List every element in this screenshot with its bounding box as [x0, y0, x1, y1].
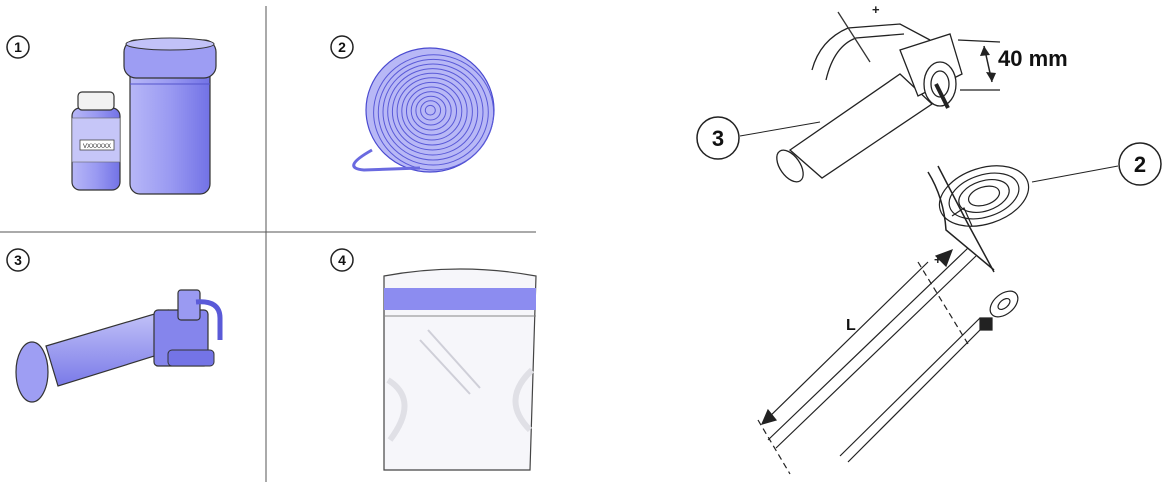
sample-bag-icon: [384, 269, 536, 470]
coiled-tube-icon: [354, 48, 494, 172]
number-badge-2: 2: [331, 36, 353, 58]
svg-text:3: 3: [712, 126, 724, 151]
tube-drawing: [758, 155, 1036, 474]
badge-number: 3: [14, 252, 22, 268]
kit-panel-1: 1 VXXXXXX: [7, 36, 216, 194]
length-label: L: [846, 317, 856, 334]
hand-pump-icon: [16, 290, 220, 402]
plus-mark: +: [934, 252, 942, 267]
badge-number: 2: [338, 39, 346, 55]
kit-panel-4: 4: [331, 249, 536, 470]
usage-diagram: + 40 mm 3: [697, 2, 1161, 474]
kit-panel-2: 2: [331, 36, 494, 172]
number-badge-4: 4: [331, 249, 353, 271]
badge-number: 1: [14, 39, 22, 55]
vial-icon: VXXXXXX: [72, 92, 120, 190]
vial-label: VXXXXXX: [83, 144, 111, 150]
kit-panel-3: 3: [7, 249, 220, 402]
number-badge-3: 3: [7, 249, 29, 271]
callout-2: 2: [1032, 143, 1161, 185]
badge-number: 4: [338, 252, 346, 268]
svg-text:2: 2: [1134, 152, 1146, 177]
pump-drawing: +: [771, 2, 1000, 186]
measurement-label: 40 mm: [998, 46, 1068, 71]
plus-mark: +: [872, 2, 880, 17]
number-badge-1: 1: [7, 36, 29, 58]
sample-jar-icon: [124, 38, 216, 194]
